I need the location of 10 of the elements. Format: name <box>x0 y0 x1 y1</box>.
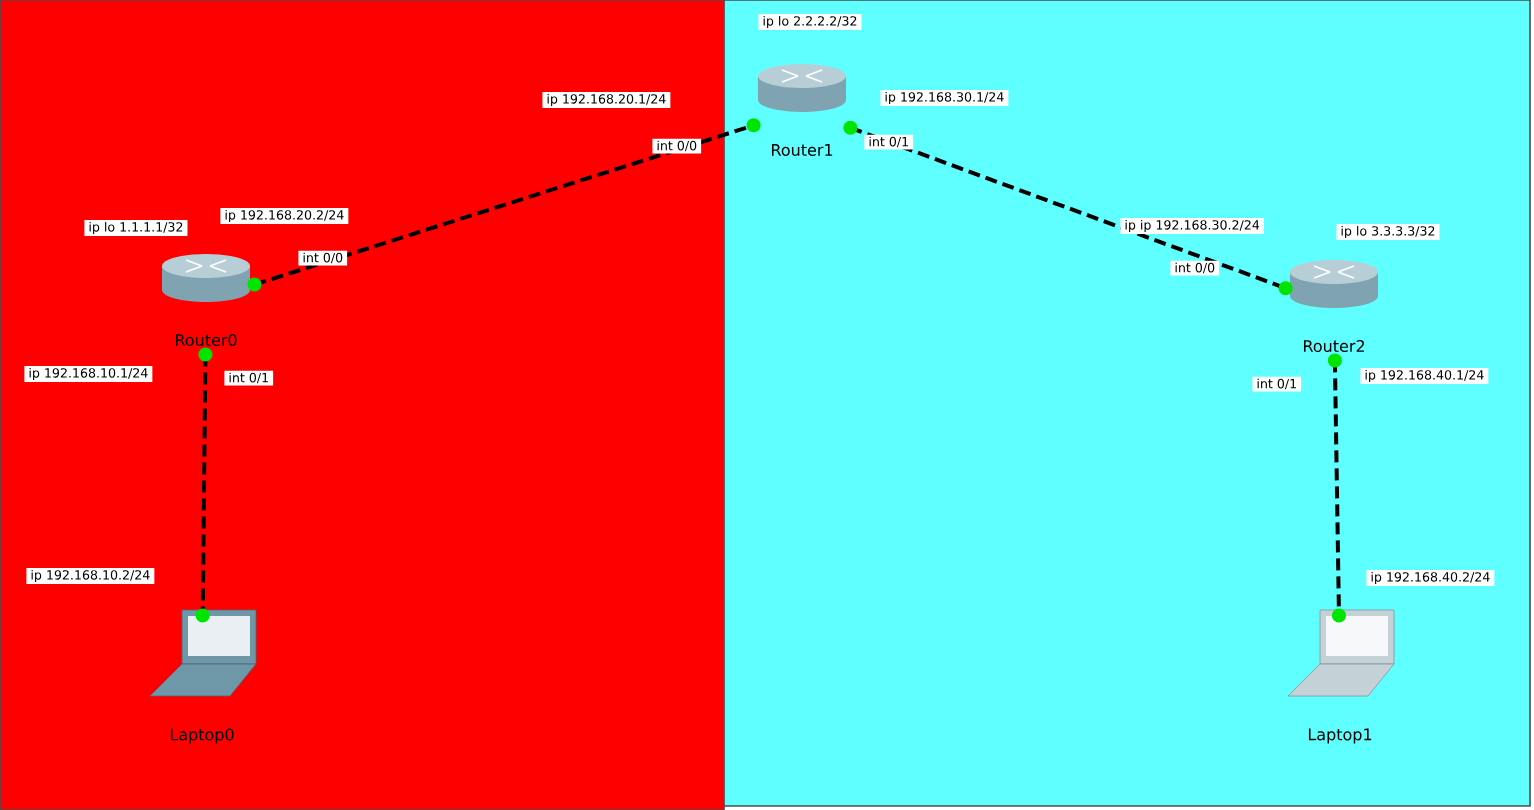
router: Router1 <box>758 64 846 156</box>
router: Router2 <box>1290 260 1378 353</box>
node-label: Router0 <box>175 333 237 347</box>
laptop: Laptop0 <box>149 609 257 744</box>
router: Router0 <box>162 254 250 347</box>
node-label: Laptop0 <box>170 728 234 744</box>
laptop: Laptop1 <box>1287 609 1395 744</box>
node-label: Laptop1 <box>1308 728 1372 744</box>
node-label: Router1 <box>771 144 833 156</box>
node-label: Router2 <box>1303 339 1365 353</box>
